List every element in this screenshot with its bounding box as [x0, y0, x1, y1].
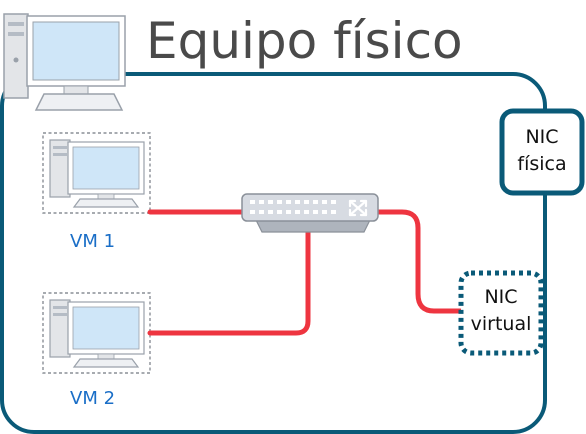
host-computer-icon [3, 13, 126, 111]
switch-arrows-icon [348, 199, 368, 217]
nic-virtual-label-line2: virtual [471, 313, 532, 335]
page-title: Equipo físico [146, 12, 463, 70]
network-switch-icon [241, 193, 379, 233]
link-switch-virtual-nic [375, 209, 463, 314]
link-vm2-switch [147, 229, 311, 336]
vm1-label: VM 1 [70, 231, 115, 252]
nic-virtual-box [458, 270, 544, 356]
vm2-computer-icon [42, 292, 151, 374]
nic-physical-label-line1: NIC [525, 126, 558, 148]
nic-physical-box [499, 108, 585, 196]
nic-physical-label-line2: física [517, 153, 566, 175]
physical-host-frame [0, 72, 547, 434]
nic-virtual-label-line1: NIC [484, 286, 517, 308]
vm1-computer-icon [42, 132, 151, 214]
vm2-label: VM 2 [70, 388, 115, 409]
